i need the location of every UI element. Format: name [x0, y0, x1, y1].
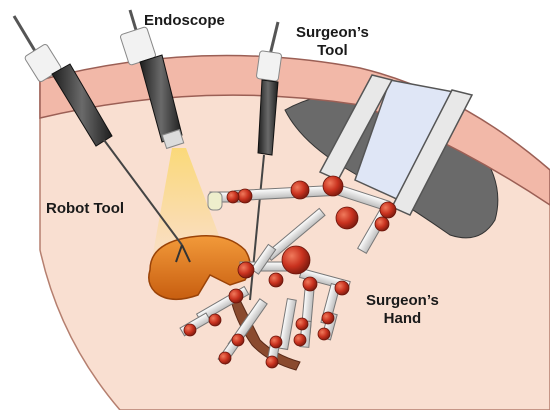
label-surgeons-tool-line2: Tool: [317, 42, 348, 59]
robotic-hand-icon: [179, 74, 474, 369]
robot-arm-frame-right: [390, 89, 474, 216]
label-surgeons-hand-line1: Surgeon’s: [366, 292, 439, 309]
label-surgeons-tool: Surgeon’s Tool: [296, 24, 369, 60]
endoscope-icon: [120, 9, 185, 150]
label-endoscope: Endoscope: [144, 12, 225, 29]
thumb-tip: [207, 191, 223, 211]
hand-joints: [183, 175, 397, 369]
label-robot-tool: Robot Tool: [46, 200, 125, 217]
label-surgeons-tool-line1: Surgeon’s: [296, 24, 369, 41]
label-surgeons-hand: Surgeon’s Hand: [366, 292, 439, 328]
robot-tool-icon: [12, 15, 191, 263]
surgeon-tool-icon: [249, 21, 282, 301]
label-surgeons-hand-line2: Hand: [383, 310, 422, 327]
